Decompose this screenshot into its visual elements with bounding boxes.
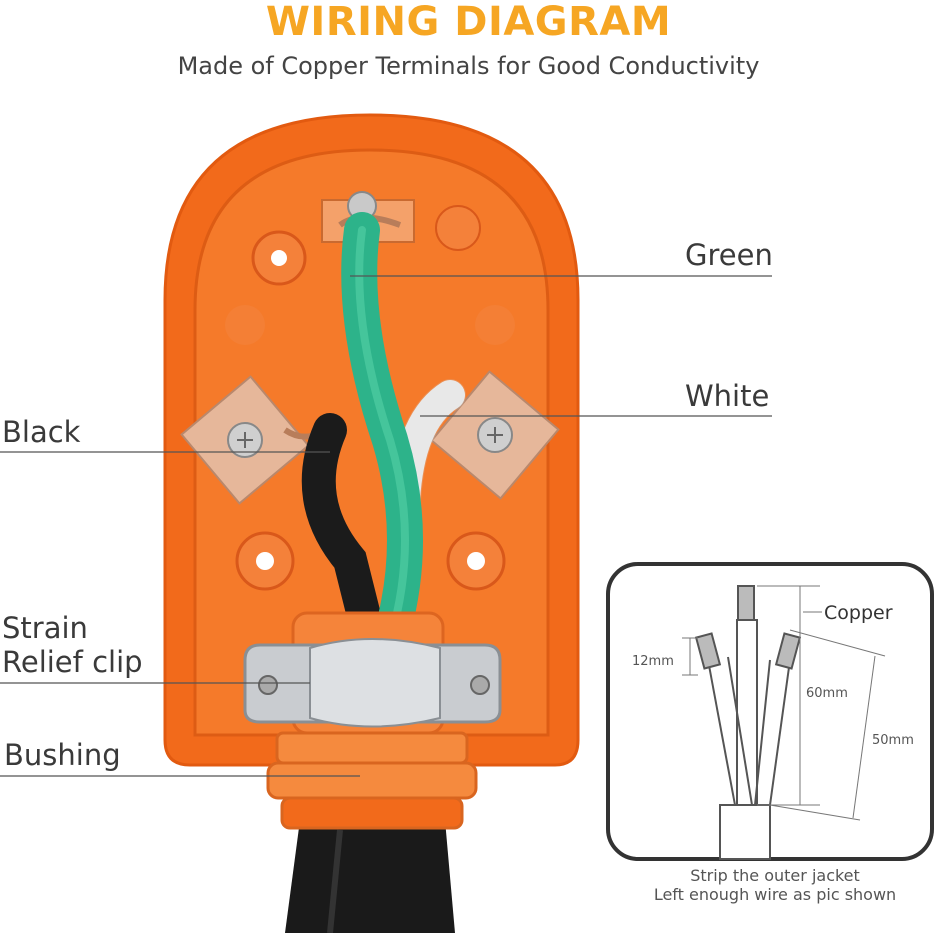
leader-lines	[0, 275, 772, 777]
label-strain-line2: Relief clip	[2, 645, 143, 679]
wire-green	[341, 212, 423, 658]
terminal-white	[430, 370, 560, 500]
page-title: WIRING DIAGRAM	[265, 0, 672, 45]
wire-strip-inset	[606, 562, 934, 861]
power-cable	[285, 820, 455, 933]
label-white: White	[685, 379, 770, 413]
caption-line1: Strip the outer jacket	[690, 866, 860, 885]
mounting-hole-mid-left	[235, 531, 295, 591]
terminal-black	[180, 375, 316, 505]
label-black: Black	[2, 415, 81, 449]
mounting-hole-top-right	[435, 205, 481, 251]
inset-caption: Strip the outer jacket Left enough wire …	[610, 866, 937, 904]
strain-relief-clip	[243, 638, 502, 728]
caption-line2: Left enough wire as pic shown	[653, 885, 897, 904]
label-strain-line1: Strain	[2, 611, 88, 645]
label-bushing: Bushing	[4, 738, 121, 772]
page-subtitle: Made of Copper Terminals for Good Conduc…	[177, 52, 760, 80]
mounting-hole-top-left	[251, 230, 307, 286]
dim-50mm: 50mm	[872, 733, 914, 748]
label-green: Green	[685, 238, 773, 272]
wire-black	[301, 413, 387, 657]
label-copper: Copper	[824, 602, 893, 624]
dim-12mm: 12mm	[632, 654, 674, 669]
mounting-hole-mid-right	[446, 531, 506, 591]
dim-60mm: 60mm	[806, 686, 848, 701]
bushing	[266, 731, 478, 830]
